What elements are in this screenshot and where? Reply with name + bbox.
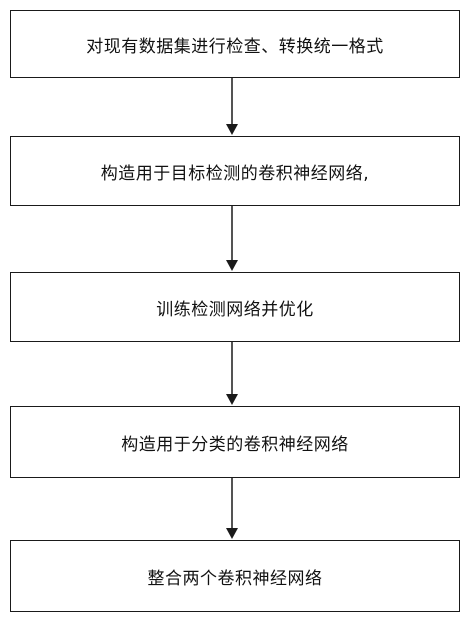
step-label-2: 构造用于目标检测的卷积神经网络, (100, 163, 370, 184)
arrow-4-to-5 (0, 478, 474, 540)
step-label-4: 构造用于分类的卷积神经网络 (121, 434, 349, 455)
arrow-1-to-2 (0, 78, 474, 136)
step-box-1: 对现有数据集进行检查、转换统一格式 (10, 10, 460, 78)
step-label-5: 整合两个卷积神经网络 (147, 568, 323, 589)
step-label-1: 对现有数据集进行检查、转换统一格式 (86, 36, 384, 57)
arrow-down-icon (226, 342, 238, 405)
arrow-down-icon (226, 478, 238, 539)
arrow-down-icon (226, 78, 238, 135)
step-box-4: 构造用于分类的卷积神经网络 (10, 406, 460, 478)
step-box-3: 训练检测网络并优化 (10, 272, 460, 342)
step-box-5: 整合两个卷积神经网络 (10, 540, 460, 612)
arrow-3-to-4 (0, 342, 474, 406)
arrow-down-icon (226, 206, 238, 271)
step-label-3: 训练检测网络并优化 (156, 299, 314, 320)
arrow-2-to-3 (0, 206, 474, 272)
step-box-2: 构造用于目标检测的卷积神经网络, (10, 136, 460, 206)
